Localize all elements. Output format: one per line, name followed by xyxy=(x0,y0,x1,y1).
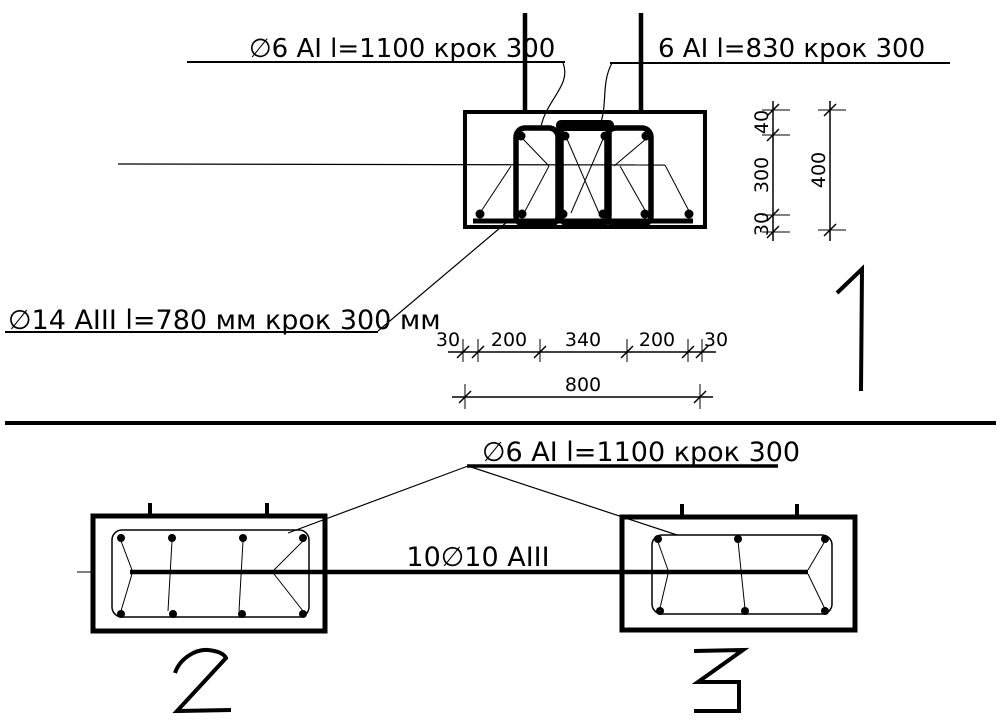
vertical-dim-total xyxy=(818,101,846,241)
rebar-dot xyxy=(741,607,749,615)
construction-lines-section xyxy=(479,138,691,214)
dim-800: 800 xyxy=(565,374,601,396)
section-axis-line xyxy=(117,163,666,166)
rebar-dot xyxy=(656,607,664,615)
dim-30-left: 30 xyxy=(436,329,460,351)
rebar-dot xyxy=(168,534,176,542)
rebar-dot xyxy=(117,610,125,618)
rebar-dot xyxy=(734,535,742,543)
horizontal-dim-total xyxy=(452,384,713,409)
rebar-dot xyxy=(558,209,568,219)
stirrup-spec-left-label: ∅6 AI l=1100 крок 300 xyxy=(249,34,555,64)
rebar-dot xyxy=(169,610,177,618)
rebar-dot xyxy=(821,535,829,543)
dim-300: 300 xyxy=(751,157,773,193)
stirrup-loop-left xyxy=(513,125,561,228)
construction-lines-plan-left xyxy=(120,540,304,612)
rebar-dots-plan-left xyxy=(117,534,307,618)
dim-200-right: 200 xyxy=(639,329,675,351)
plan-outline-right xyxy=(619,514,858,633)
stirrup-perimeter-right xyxy=(651,534,833,615)
view-number-1 xyxy=(835,264,865,392)
dim-40: 40 xyxy=(751,110,773,134)
section-top-left-callout: ∅6 AI l=1100 крок 300 xyxy=(187,34,566,128)
dim-30-vert: 30 xyxy=(751,212,773,236)
rebar-dot xyxy=(516,131,526,141)
dim-200-left: 200 xyxy=(491,329,527,351)
bottom-bar-callout: ∅14 AIII l=780 мм крок 300 мм xyxy=(5,221,508,336)
rebar-dot xyxy=(238,610,246,618)
top-bar xyxy=(556,120,614,131)
plan-view-right xyxy=(619,504,858,633)
dim-30-right: 30 xyxy=(704,329,728,351)
main-bar-spec-label: ∅14 AIII l=780 мм крок 300 мм xyxy=(8,305,441,336)
section-top-right-callout: 6 AI l=830 крок 300 xyxy=(597,34,950,130)
rebar-dot xyxy=(299,610,307,618)
leader-line-left xyxy=(287,465,469,534)
stirrup-spec-right-label: 6 AI l=830 крок 300 xyxy=(658,34,925,64)
rebar-dot xyxy=(640,209,650,219)
plan-view-left xyxy=(90,503,328,634)
view-number-3 xyxy=(691,647,750,713)
stirrup-perimeter-left xyxy=(111,529,310,618)
rebar-dot xyxy=(239,534,247,542)
curved-leader-line xyxy=(597,62,613,130)
dim-400: 400 xyxy=(808,152,830,188)
rebar-dot xyxy=(821,607,829,615)
leader-line-right xyxy=(467,465,678,536)
plans-stirrup-spec-label: ∅6 AI l=1100 крок 300 xyxy=(482,437,800,468)
stirrup-loop-right xyxy=(604,125,654,228)
view-number-2 xyxy=(172,647,232,714)
plan-outline-left xyxy=(90,513,328,634)
leader-line xyxy=(377,221,508,332)
plans-stirrup-callout: ∅6 AI l=1100 крок 300 xyxy=(287,437,800,536)
rebar-dots-section xyxy=(475,131,694,219)
rebar-dot xyxy=(600,131,610,141)
main-bars-label: 10∅10 AIII xyxy=(406,542,549,573)
rebar-dot xyxy=(684,209,694,219)
curved-leader-line xyxy=(540,62,566,128)
rebar-dot xyxy=(641,131,651,141)
rebar-dot xyxy=(475,209,485,219)
horizontal-dim-chain xyxy=(448,339,716,362)
rebar-dot xyxy=(560,131,570,141)
rebar-dot xyxy=(299,534,307,542)
construction-lines-plan-right xyxy=(657,540,826,610)
rebar-dot xyxy=(117,534,125,542)
rebar-dot xyxy=(598,209,608,219)
vertical-dim-chain xyxy=(762,101,790,241)
rebar-dots-plan-right xyxy=(654,535,829,615)
rebar-dot xyxy=(654,535,662,543)
dim-340: 340 xyxy=(565,329,601,351)
